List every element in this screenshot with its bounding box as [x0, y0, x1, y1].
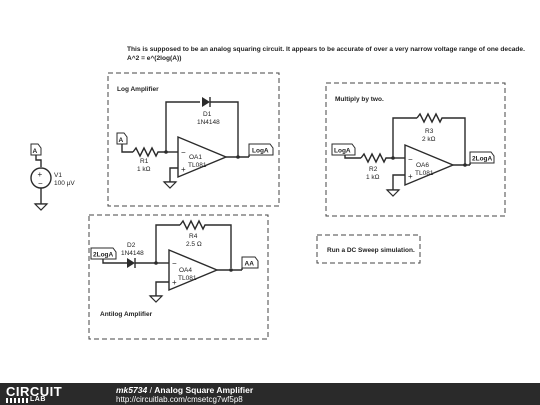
- r3-resistor[interactable]: [416, 112, 466, 165]
- oa1-plus: +: [181, 165, 186, 174]
- source-tag-label: A: [33, 148, 38, 155]
- description-note: This is supposed to be an analog squarin…: [127, 45, 527, 63]
- oa4-output-dot: [229, 268, 233, 272]
- schematic-svg: Log Amplifier A R1 1 kΩ D1 1N4148 − + OA…: [30, 72, 506, 340]
- multiply-input-tag-label: LogA: [334, 148, 351, 155]
- oa6-name: OA6: [416, 162, 429, 169]
- footer-title-line: mk5734 / Analog Square Amplifier: [116, 385, 253, 395]
- footer-author[interactable]: mk5734: [116, 385, 148, 395]
- oa6-part: TL081: [415, 170, 434, 177]
- oa6-minus: −: [408, 155, 413, 164]
- multiply-output-tag[interactable]: 2LogA: [469, 151, 495, 165]
- log-feedback-left-wire: [165, 101, 200, 152]
- description-line-2: A^2 = e^(2log(A)): [127, 55, 182, 62]
- antilog-title: Antilog Amplifier: [100, 311, 153, 318]
- multiply-box: [325, 82, 506, 217]
- d2-name: D2: [127, 242, 136, 249]
- r4-resistor[interactable]: [179, 219, 232, 268]
- log-input-tag-label: A: [119, 137, 124, 144]
- sim-note-text: Run a DC Sweep simulation.: [327, 247, 415, 254]
- r2-name: R2: [369, 166, 378, 173]
- r2-resistor[interactable]: [360, 152, 393, 164]
- oa4-name: OA4: [179, 267, 192, 274]
- d2-diode[interactable]: [127, 258, 136, 268]
- r3-name: R3: [425, 128, 434, 135]
- oa1-ground-wire: [169, 167, 178, 182]
- circuitlab-logo-sub: LAB: [30, 396, 46, 403]
- d2-part: 1N4148: [121, 250, 144, 257]
- oa6-ground-wire: [392, 174, 405, 190]
- oa4-part: TL081: [178, 275, 197, 282]
- r1-value: 1 kΩ: [137, 166, 151, 173]
- oa6-plus: +: [408, 172, 413, 181]
- oa6-opamp[interactable]: [404, 143, 455, 187]
- d1-diode[interactable]: [202, 97, 211, 107]
- source-tag[interactable]: A: [30, 143, 42, 156]
- oa1-output-dot: [236, 155, 240, 159]
- oa1-name: OA1: [189, 154, 202, 161]
- description-line-1: This is supposed to be an analog squarin…: [127, 46, 525, 53]
- log-amp-title: Log Amplifier: [117, 86, 159, 93]
- oa6-output-dot: [463, 163, 467, 167]
- oa1-part: TL081: [188, 162, 207, 169]
- source-top-wire: [35, 155, 42, 167]
- antilog-input-tag[interactable]: 2LogA: [90, 247, 117, 260]
- oa6-ground-icon: [385, 189, 401, 197]
- r1-name: R1: [140, 158, 149, 165]
- antilog-input-tag-label: 2LogA: [93, 252, 114, 259]
- footer-circuit-title: Analog Square Amplifier: [154, 385, 254, 395]
- multiply-output-tag-label: 2LogA: [472, 156, 493, 163]
- sim-note-box: [316, 234, 421, 264]
- r2-value: 1 kΩ: [366, 174, 380, 181]
- r3-value: 2 kΩ: [422, 136, 436, 143]
- log-feedback-right-wire: [210, 101, 239, 158]
- oa4-ground-icon: [148, 295, 164, 303]
- multiply-title: Multiply by two.: [335, 96, 384, 103]
- r1-resistor[interactable]: [132, 146, 166, 158]
- antilog-output-tag-label: AA: [245, 261, 255, 268]
- r4-name: R4: [189, 233, 198, 240]
- footer-separator: /: [147, 385, 155, 395]
- multiply-input-wire: [344, 155, 361, 159]
- oa4-ground-wire: [155, 281, 169, 296]
- d1-part: 1N4148: [197, 119, 220, 126]
- v1-plus: +: [38, 170, 43, 179]
- schematic-canvas: This is supposed to be an analog squarin…: [30, 45, 527, 340]
- oa1-minus: −: [181, 148, 186, 157]
- multiply-feedback-left-wire: [392, 117, 417, 158]
- logo-ticks-icon: [6, 398, 28, 403]
- multiply-input-tag[interactable]: LogA: [331, 143, 356, 156]
- antilog-feedback-left-wire: [155, 224, 180, 263]
- oa4-minus: −: [172, 259, 177, 268]
- v1-ground-icon: [33, 203, 49, 211]
- antilog-input-wire: [102, 259, 127, 264]
- footer-bar: CIRCUIT LAB mk5734 / Analog Square Ampli…: [0, 383, 540, 405]
- oa1-ground-icon: [162, 181, 178, 189]
- oa4-plus: +: [172, 278, 177, 287]
- antilog-box: [88, 214, 269, 340]
- d1-name: D1: [203, 111, 212, 118]
- log-input-tag[interactable]: A: [116, 132, 128, 145]
- log-output-tag-label: LogA: [252, 148, 269, 155]
- oa4-opamp[interactable]: [168, 248, 219, 292]
- oa1-opamp[interactable]: [177, 135, 228, 179]
- footer-url[interactable]: http://circuitlab.com/cmsetcg7wf5p8: [116, 395, 243, 404]
- v1-value: 100 µV: [54, 180, 75, 187]
- v1-minus: −: [38, 179, 43, 188]
- v1-name: V1: [54, 172, 62, 179]
- log-output-tag[interactable]: LogA: [248, 143, 274, 157]
- antilog-output-tag[interactable]: AA: [241, 256, 259, 270]
- r4-value: 2.5 Ω: [186, 241, 202, 248]
- circuitlab-logo[interactable]: CIRCUIT: [6, 384, 63, 399]
- log-input-wire: [121, 144, 133, 153]
